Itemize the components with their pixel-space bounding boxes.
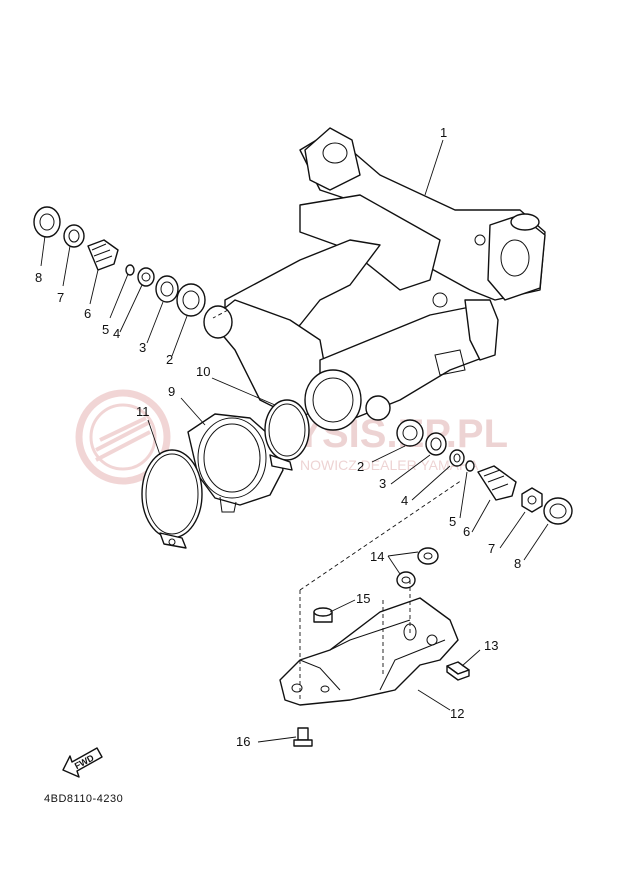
collar-part-7-left <box>63 224 85 248</box>
washer-part-4-left <box>137 267 155 287</box>
callout-12: 12 <box>450 706 464 721</box>
callout-3-right: 3 <box>379 476 386 491</box>
callout-2-right: 2 <box>357 459 364 474</box>
callout-10: 10 <box>196 364 210 379</box>
seal-part-3-right <box>425 432 447 456</box>
callout-8-left: 8 <box>35 270 42 285</box>
callout-1: 1 <box>440 125 447 140</box>
callout-2-left: 2 <box>166 352 173 367</box>
pivot-bolt-part-6-left <box>87 239 119 271</box>
callout-8-right: 8 <box>514 556 521 571</box>
callout-7-left: 7 <box>57 290 64 305</box>
callout-5-right: 5 <box>449 514 456 529</box>
fwd-arrow-icon: FWD <box>62 747 103 778</box>
bearing-part-2-left <box>176 283 206 317</box>
leader-lines <box>40 139 549 743</box>
left-bearing-stack <box>33 206 206 317</box>
bearing-part-2-right <box>396 419 424 447</box>
watermark-logo <box>75 389 171 485</box>
callout-4-left: 4 <box>113 326 120 341</box>
callout-5-left: 5 <box>102 322 109 337</box>
callout-4-right: 4 <box>401 493 408 508</box>
seal-part-3-left <box>155 275 179 303</box>
nut-part-7-right <box>521 487 543 513</box>
bushing-part-8-left <box>33 206 61 238</box>
plug-part-15 <box>313 607 333 623</box>
bolt-part-16 <box>293 727 313 747</box>
pivot-bolt-part-6-right <box>477 465 517 501</box>
callout-13: 13 <box>484 638 498 653</box>
cap-part-8-right <box>543 497 573 525</box>
callout-labels: 1 8 7 6 5 4 3 2 9 10 11 2 3 4 5 6 7 8 14… <box>35 125 521 749</box>
clamp-part-11 <box>141 449 203 549</box>
swingarm-body-part-1 <box>203 127 546 431</box>
guard-part-12 <box>279 597 459 706</box>
damper-part-14-upper <box>417 547 439 565</box>
right-bearing-stack <box>396 419 573 525</box>
callout-16: 16 <box>236 734 250 749</box>
washer-part-4-right <box>449 449 465 467</box>
callout-6-left: 6 <box>84 306 91 321</box>
diagram-code: 4BD8110-4230 <box>44 793 123 805</box>
callout-15: 15 <box>356 591 370 606</box>
pad-part-13 <box>446 661 470 681</box>
callout-14: 14 <box>370 549 384 564</box>
callout-7-right: 7 <box>488 541 495 556</box>
watermark-sub-text: NOWICZ DEALER YAMAHA <box>300 457 479 473</box>
oring-part-5-left <box>125 264 135 276</box>
callout-11: 11 <box>136 404 150 419</box>
assembly-lines <box>212 309 463 700</box>
oring-part-5-right <box>465 460 475 472</box>
boot-part-9 <box>187 413 284 513</box>
callout-3-left: 3 <box>139 340 146 355</box>
clamp-part-10 <box>264 399 310 471</box>
callout-6-right: 6 <box>463 524 470 539</box>
damper-part-14-lower <box>396 571 416 589</box>
callout-9: 9 <box>168 384 175 399</box>
